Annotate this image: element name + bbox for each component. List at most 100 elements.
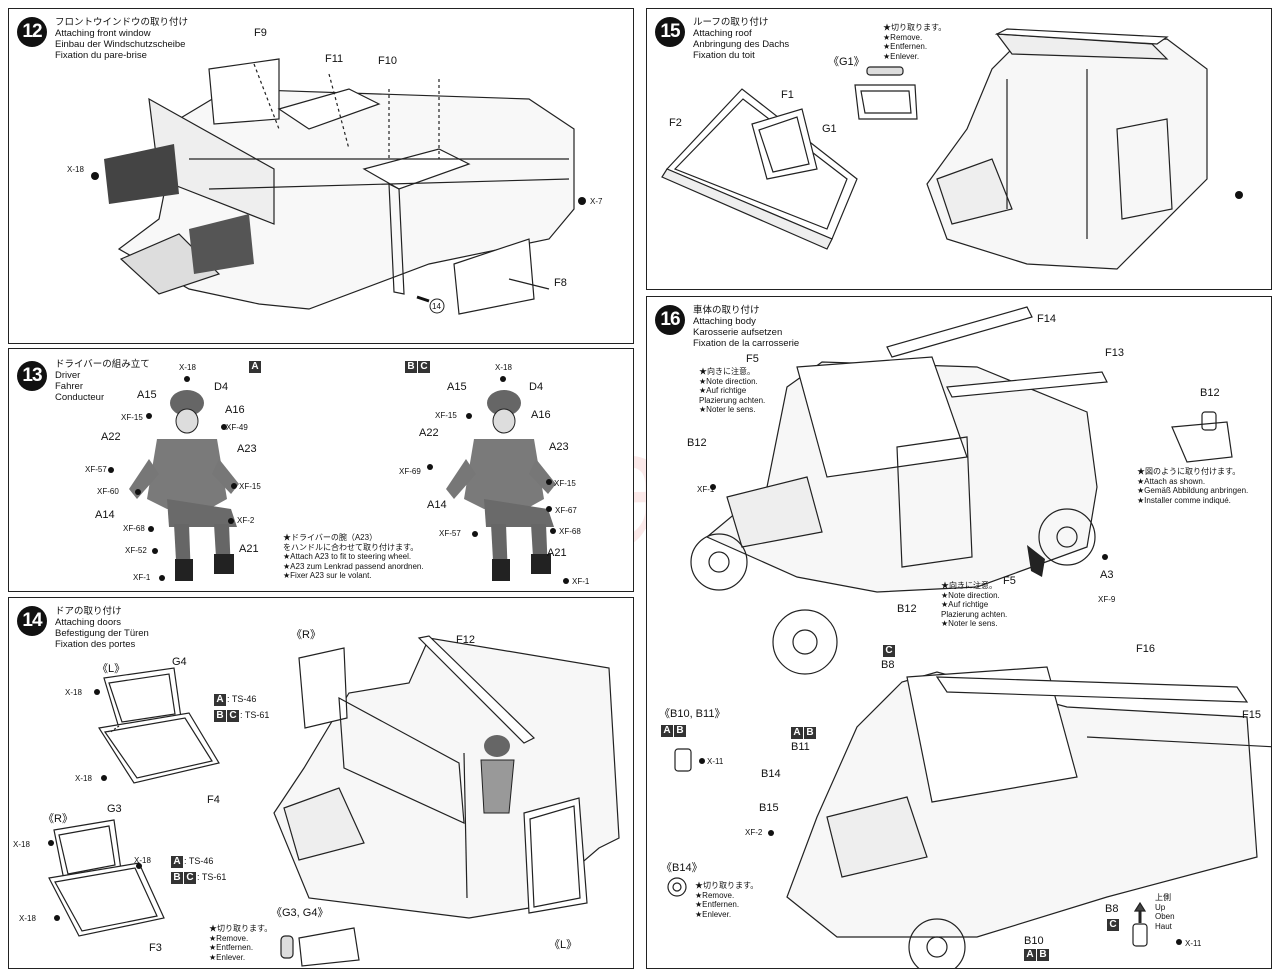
label-xf49-left: XF-49	[226, 423, 248, 432]
direction-note-top: ★向きに注意。 ★Note direction. ★Auf richtige P…	[699, 367, 766, 415]
label-f3: F3	[149, 942, 162, 954]
label-a14-left: A14	[95, 509, 115, 521]
ts46-paint-r: A: TS-46	[171, 856, 213, 868]
label-xf68-right: XF-68	[559, 527, 581, 536]
label-a16-left: A16	[225, 404, 245, 416]
label-g1-top: 《G1》	[828, 56, 865, 68]
label-x11-left: X-11	[707, 757, 724, 766]
label-g3: G3	[107, 803, 122, 815]
label-x18-left: X-18	[179, 363, 196, 372]
label-d4-right: D4	[529, 381, 544, 393]
label-x18-l-top: X-18	[65, 688, 82, 697]
label-xf1-right: XF-1	[572, 577, 590, 586]
label-f13: F13	[1105, 347, 1124, 359]
part-label-x18: X-18	[67, 165, 84, 174]
label-xf68-left: XF-68	[123, 524, 145, 533]
b12-attach-note: ★図のように取り付けます。 ★Attach as shown. ★Gemäß A…	[1137, 467, 1249, 505]
label-x18-r-top: X-18	[13, 840, 30, 849]
part-label-f10: F10	[378, 55, 397, 67]
label-b12-detail: B12	[1200, 387, 1220, 399]
step-title: 車体の取り付け Attaching body Karosserie aufset…	[693, 305, 800, 349]
label-xf2-left: XF-2	[237, 516, 255, 525]
label-xf15b-left: XF-15	[239, 482, 261, 491]
label-g3-g4: 《G3, G4》	[271, 907, 329, 919]
label-x18-l-bottom: X-18	[75, 774, 92, 783]
step-number-badge: 15	[655, 17, 685, 47]
label-r-door-vehicle: 《R》	[291, 629, 321, 641]
label-g4: G4	[172, 656, 187, 668]
label-a22-left: A22	[101, 431, 121, 443]
label-f12: F12	[456, 634, 475, 646]
step-title: ルーフの取り付け Attaching roof Anbringung des D…	[693, 17, 790, 61]
label-b14-detail: 《B14》	[661, 862, 703, 874]
label-l-door-vehicle: 《L》	[549, 939, 578, 951]
label-b10-b11-group: 《B10, B11》	[659, 708, 726, 720]
label-b8-top: B8	[881, 659, 895, 671]
label-f4: F4	[207, 794, 220, 806]
label-l-side: 《L》	[97, 663, 126, 675]
step-number-badge: 13	[17, 361, 47, 391]
step-13-panel: 13 ドライバーの組み立て Driver Fahrer Conducteur A…	[8, 348, 634, 592]
step-16-panel: 16 車体の取り付け Attaching body Karosserie auf…	[646, 296, 1272, 969]
label-f5-bottom: F5	[1003, 575, 1016, 587]
label-f14: F14	[1037, 313, 1056, 325]
direction-note-bottom: ★向きに注意。 ★Note direction. ★Auf richtige P…	[941, 581, 1008, 629]
step-title: フロントウインドウの取り付け Attaching front window Ei…	[55, 17, 189, 61]
label-f1: F1	[781, 89, 794, 101]
step-reference-14: 14	[432, 302, 441, 311]
label-xf52-left: XF-52	[125, 546, 147, 555]
label-a23-left: A23	[237, 443, 257, 455]
label-f15: F15	[1242, 709, 1261, 721]
roof-attachment-illustration	[661, 28, 1243, 270]
cut-note: ★向きに注意。 ★切り取ります。★Remove.★Entfernen.★Enle…	[695, 881, 759, 919]
label-a15-left: A15	[137, 389, 157, 401]
vehicle-front-window-illustration	[91, 58, 586, 315]
version-c-marker-bottom: C	[1107, 919, 1120, 931]
part-label-x7: X-7	[590, 197, 603, 206]
label-a21-right: A21	[547, 547, 567, 559]
cut-note: ★切り取ります。 ★Remove. ★Entfernen. ★Enlever.	[883, 23, 947, 61]
label-xf15-right: XF-15	[435, 411, 457, 420]
part-label-f11: F11	[325, 53, 344, 65]
label-xf60-left: XF-60	[97, 487, 119, 496]
label-xf69-right: XF-69	[399, 467, 421, 476]
label-b12-left: B12	[687, 437, 707, 449]
label-xf9: XF-9	[1098, 595, 1116, 604]
ts46-paint-l: A: TS-46	[214, 694, 256, 706]
label-xf1-left: XF-1	[133, 573, 151, 582]
label-f16: F16	[1136, 643, 1155, 655]
up-direction-label: 上側 Up Oben Haut	[1155, 893, 1175, 931]
body-attachment-illustration	[667, 306, 1271, 968]
label-a23-right: A23	[549, 441, 569, 453]
step-number-badge: 16	[655, 305, 685, 335]
label-b8-bottom: B8	[1105, 903, 1119, 915]
label-b11: B11	[791, 741, 810, 753]
label-b15: B15	[759, 802, 779, 814]
label-d4-left: D4	[214, 381, 229, 393]
part-label-f9: F9	[254, 27, 267, 39]
a23-attach-note: ★ドライバーの腕（A23） をハンドルに合わせて取り付けます。 ★Attach …	[283, 533, 424, 581]
label-xf57-left: XF-57	[85, 465, 107, 474]
label-a22-right: A22	[419, 427, 439, 439]
label-a3: A3	[1100, 569, 1114, 581]
label-xf15b-right: XF-15	[554, 479, 576, 488]
step-title: ドアの取り付け Attaching doors Befestigung der …	[55, 606, 149, 650]
label-b10: B10	[1024, 935, 1044, 947]
version-c-marker: C	[883, 645, 896, 657]
label-xf2: XF-2	[745, 828, 763, 837]
label-xf1: XF-1	[697, 485, 715, 494]
label-f5-top: F5	[746, 353, 759, 365]
step-14-panel: 14 ドアの取り付け Attaching doors Befestigung d…	[8, 597, 634, 969]
step-title: ドライバーの組み立て Driver Fahrer Conducteur	[55, 359, 150, 403]
label-xf57-right: XF-57	[439, 529, 461, 538]
label-x11-bottom: X-11	[1185, 939, 1202, 948]
label-xf67-right: XF-67	[555, 506, 577, 515]
label-b14: B14	[761, 768, 781, 780]
label-a14-right: A14	[427, 499, 447, 511]
